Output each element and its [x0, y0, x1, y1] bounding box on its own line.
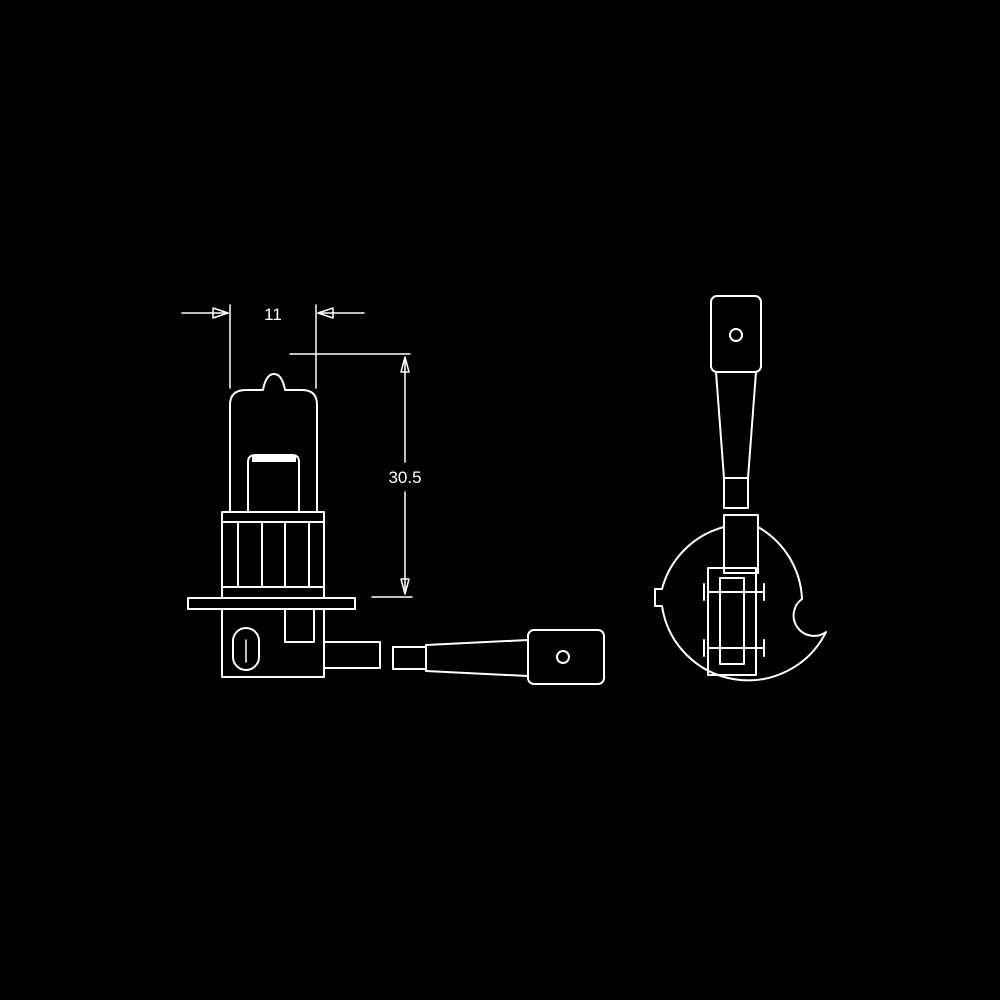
housing-notch	[284, 608, 315, 643]
bulb-side-view	[187, 373, 381, 678]
center-post	[723, 514, 759, 574]
contact-block	[707, 567, 757, 676]
lead-terminal	[527, 629, 605, 685]
width-dimension: 11	[181, 304, 365, 389]
drawing-panel	[180, 260, 820, 740]
base-disc-outline	[654, 526, 827, 682]
width-dimension-value: 11	[264, 305, 282, 324]
vertical-lead-tip	[723, 477, 749, 509]
width-arrow-right	[317, 307, 334, 319]
glass-envelope	[229, 373, 318, 513]
contact-core	[719, 577, 745, 665]
height-arrow-bottom	[400, 578, 410, 595]
wire-stub	[323, 641, 381, 669]
filament-support	[247, 454, 300, 513]
bulb-rear-view	[654, 295, 827, 682]
vertical-lead-terminal-hole	[729, 328, 743, 342]
lead-terminal-hole	[556, 650, 570, 664]
filament-coil	[252, 456, 296, 462]
height-dimension: 30.5	[289, 353, 422, 598]
width-arrow-left	[212, 307, 229, 319]
housing-slot	[232, 627, 260, 671]
height-arrow-top	[400, 356, 410, 373]
horizontal-connector-lead	[392, 629, 605, 685]
height-dimension-value: 30.5	[388, 468, 421, 487]
